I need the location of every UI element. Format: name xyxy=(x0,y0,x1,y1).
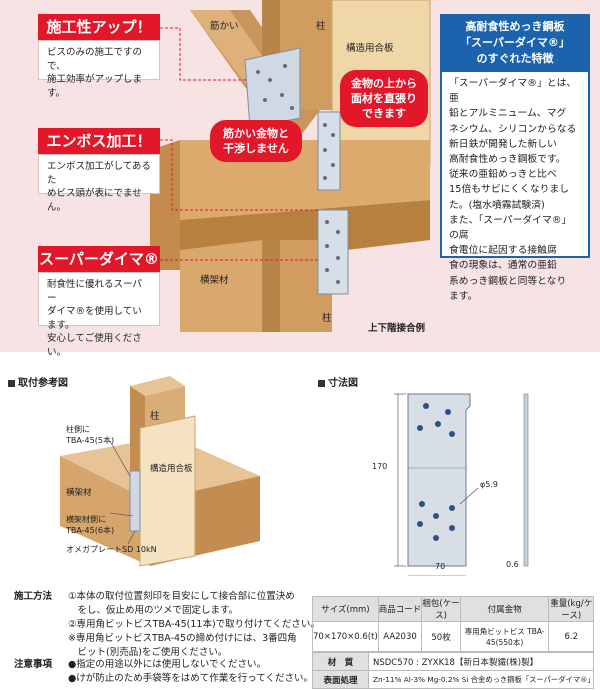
dim-hole: φ5.9 xyxy=(480,480,498,489)
label-kakai: 筋かい xyxy=(210,21,239,32)
dim-width: 70 xyxy=(435,562,446,571)
dimension-title: 寸法図 xyxy=(318,374,358,389)
material-value: NSDC570 : ZYXK18【新日本製鐵(株)製】 xyxy=(368,652,594,671)
feature-3-note: 耐食性に優れるスーパー ダイマ®を使用しています。 安心してご使用ください。 xyxy=(38,272,160,358)
top-section: 施工性アップ！ ビスのみの施工ですので、 施工効率がアップします。 エンボス加工… xyxy=(0,0,600,358)
install-label-hashira-side: 柱側に TBA-45(5本) xyxy=(66,425,115,445)
dim-height: 170 xyxy=(372,462,388,471)
info-box-line: ネシウム、シリコンからなる xyxy=(449,123,577,135)
info-box-line: た。(塩水噴霧試験済) xyxy=(449,199,545,211)
material-table: 材 質 NSDC570 : ZYXK18【新日本製鐵(株)製】 表面処理 Zn-… xyxy=(312,652,595,689)
label-hashira-top: 柱 xyxy=(316,21,326,32)
install-illustration xyxy=(60,376,260,567)
info-box-line: 「スーパーダイマ®」とは、亜 xyxy=(449,78,577,105)
info-box-title: 高耐食性めっき鋼板 「スーパーダイマ®」 のすぐれた特徴 xyxy=(440,14,590,72)
info-box-line: 新日鉄が開発した新しい xyxy=(449,138,557,150)
caution-text: ●指定の用途以外には使用しないでください。 ●けが防止のため手袋等をはめて作業を… xyxy=(68,659,314,684)
feature-1-note: ビスのみの施工ですので、 施工効率がアップします。 xyxy=(38,40,160,99)
install-label-hashira: 柱 xyxy=(150,411,160,422)
install-title: 取付参考図 xyxy=(8,374,68,389)
feature-2-title: エンボス加工！ xyxy=(38,128,160,154)
info-box-line: ます。 xyxy=(449,290,478,302)
info-box-line: 鉛とアルミニューム、マグ xyxy=(449,108,567,120)
label-kouzou: 構造用合板 xyxy=(346,43,394,54)
bubble-direct-plywood: 金物の上から 面材を直張り できます xyxy=(340,70,428,127)
cell-pack: 50枚 xyxy=(421,621,461,652)
info-box-line: 従来の亜鉛めっきと比べ xyxy=(449,169,557,181)
install-label-product: オメガプレートSD 10kN xyxy=(66,545,157,554)
col-weight: 重量(kg/ケース) xyxy=(548,596,594,622)
label-hashira-bottom: 柱 xyxy=(322,313,332,324)
cell-weight: 6.2 xyxy=(548,621,594,652)
method-text: ①本体の取付位置刻印を目安にして接合部に位置決め をし、仮止め用のツメで固定しま… xyxy=(68,591,320,658)
method-label: 施工方法 xyxy=(14,591,53,602)
diagram-caption: 上下階接合例 xyxy=(368,323,426,334)
install-label-kouzou: 構造用合板 xyxy=(150,464,193,474)
caution-label: 注意事項 xyxy=(14,659,53,670)
info-box-line: 高耐食性めっき鋼板です。 xyxy=(449,154,566,166)
dimension-drawing xyxy=(394,393,529,576)
feature-1-title: 施工性アップ！ xyxy=(38,14,160,40)
cell-size: 70×170×0.6(t) xyxy=(312,621,379,652)
info-box-line: 系めっき鋼板と同等となり xyxy=(449,275,567,287)
info-box-line: 15倍もサビにくくなりまし xyxy=(449,184,570,196)
bubble-no-interference: 筋かい金物と 干渉しません xyxy=(210,120,302,162)
cell-accessory: 専用角ビットビス TBA-45(550本) xyxy=(459,621,550,652)
label-yokogaza: 横架材 xyxy=(200,275,229,286)
surface-value: Zn-11% Al-3% Mg-0.2% Si 合金めっき鋼板「スーパーダイマ®… xyxy=(368,670,595,689)
cell-code: AA2030 xyxy=(377,621,423,652)
col-size: サイズ(mm) xyxy=(312,596,379,622)
info-box-body: 「スーパーダイマ®」とは、亜鉛とアルミニューム、マグネシウム、シリコンからなる新… xyxy=(440,72,590,302)
material-label: 材 質 xyxy=(312,652,369,671)
info-box-line: また、「スーパーダイマ®」の腐 xyxy=(449,214,572,242)
feature-2-note: エンボス加工がしてあるた めビス頭が表にでません。 xyxy=(38,154,160,213)
feature-3-title: スーパーダイマ® xyxy=(38,246,160,272)
info-box-line: 食の現象は、通常の亜鉛 xyxy=(449,260,557,272)
bottom-section: 取付参考図 寸法図 柱 構造用合板 柱側に TBA-45(5本) 横架材 横架材… xyxy=(0,366,600,690)
install-label-yokogaza: 横架材 xyxy=(66,488,92,498)
dim-thickness: 0.6 xyxy=(506,560,519,569)
col-accessory: 付属金物 xyxy=(459,596,550,622)
spec-table: サイズ(mm) 商品コード 梱包(ケース) 付属金物 重量(kg/ケース) 70… xyxy=(312,596,594,652)
install-label-yokogaza-side: 横架材側に TBA-45(6本) xyxy=(66,515,115,535)
surface-label: 表面処理 xyxy=(312,670,369,689)
col-pack: 梱包(ケース) xyxy=(421,596,461,622)
info-box-line: 食電位に起因する接触腐 xyxy=(449,245,557,257)
col-code: 商品コード xyxy=(377,596,423,622)
